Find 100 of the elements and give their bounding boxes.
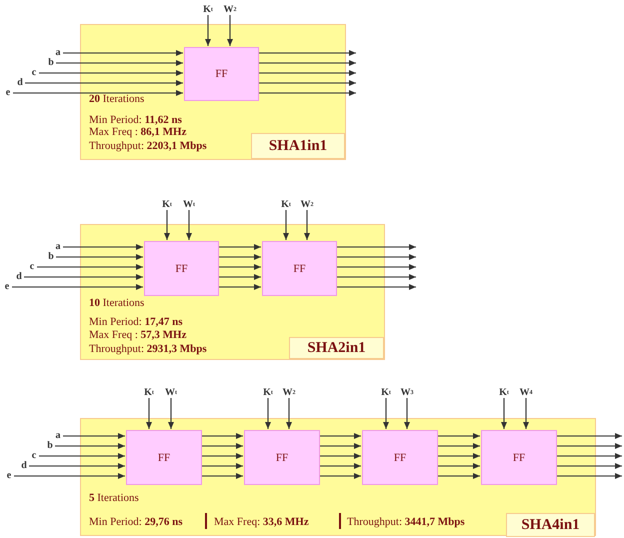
arrow: [319, 473, 361, 479]
signal-label: d: [15, 77, 25, 89]
arrow: [14, 473, 125, 479]
arrow: [201, 463, 243, 469]
arrow: [205, 15, 211, 46]
arrow: [201, 473, 243, 479]
arrow: [218, 244, 261, 250]
arrow: [39, 453, 125, 459]
stat-text: Max Freq : 57,3 MHz: [89, 329, 186, 342]
arrow: [556, 453, 622, 459]
signal-label: e: [4, 470, 14, 482]
arrow: [258, 50, 356, 56]
arrow: [265, 398, 271, 429]
arrow: [37, 264, 143, 270]
arrow: [304, 210, 310, 240]
stat-text: Min Period: 29,76 ns: [89, 516, 183, 529]
arrow: [258, 60, 356, 66]
arrow: [201, 433, 243, 439]
module-name-box: SHA1in1: [251, 133, 345, 159]
flip-flop-block: FF: [184, 47, 259, 101]
stat-text: Max Freq : 86,1 MHz: [89, 126, 186, 139]
arrow: [63, 433, 125, 439]
flip-flop-block: FF: [244, 430, 320, 485]
stat-text: Throughput: 3441,7 Mbps: [347, 516, 465, 529]
arrow: [383, 398, 389, 429]
signal-label: d: [19, 460, 29, 472]
flip-flop-block: FF: [262, 241, 337, 296]
stat-text: Max Freq: 33,6 MHz: [214, 516, 309, 529]
arrow: [523, 398, 529, 429]
arrow: [12, 284, 143, 290]
stat-text: Min Period: 11,62 ns: [89, 114, 182, 127]
module-panel: [80, 418, 596, 536]
arrow: [63, 50, 183, 56]
arrow: [63, 244, 143, 250]
stat-text: Throughput: 2931,3 Mbps: [89, 343, 207, 356]
signal-label: c: [27, 261, 37, 273]
arrow: [56, 254, 143, 260]
stat-text: Min Period: 17,47 ns: [89, 316, 183, 329]
signal-label: a: [53, 430, 63, 442]
arrow: [13, 90, 183, 96]
arrow: [556, 473, 622, 479]
arrow: [556, 433, 622, 439]
arrow: [404, 398, 410, 429]
arrow: [437, 453, 480, 459]
arrow: [164, 210, 170, 240]
arrow: [258, 90, 356, 96]
module-name-box: SHA2in1: [289, 337, 384, 359]
arrow: [336, 244, 416, 250]
arrow: [186, 210, 192, 240]
flip-flop-block: FF: [362, 430, 438, 485]
arrow: [258, 70, 356, 76]
arrow: [56, 60, 183, 66]
stat-text: Throughput: 2203,1 Mbps: [89, 140, 207, 153]
signal-label: d: [14, 271, 24, 283]
module-panel: [80, 24, 346, 160]
signal-label: a: [53, 241, 63, 253]
arrow: [201, 453, 243, 459]
arrow: [218, 254, 261, 260]
arrow: [218, 274, 261, 280]
arrow: [25, 80, 183, 86]
signal-label: c: [29, 67, 39, 79]
arrow: [168, 398, 174, 429]
arrow: [556, 443, 622, 449]
arrow: [39, 70, 183, 76]
signal-label: b: [46, 251, 56, 263]
arrow: [556, 463, 622, 469]
arrow: [336, 254, 416, 260]
arrow: [218, 284, 261, 290]
flip-flop-block: FF: [144, 241, 219, 296]
arrow: [336, 264, 416, 270]
signal-label: a: [53, 47, 63, 59]
arrow: [319, 433, 361, 439]
arrow: [227, 15, 233, 46]
signal-label: e: [3, 87, 13, 99]
arrow: [336, 284, 416, 290]
arrow: [437, 463, 480, 469]
arrow: [319, 453, 361, 459]
arrow: [336, 274, 416, 280]
arrow: [319, 443, 361, 449]
arrow: [146, 398, 152, 429]
signal-label: e: [2, 281, 12, 293]
iteration-count: 5 Iterations: [89, 492, 139, 505]
arrow: [286, 398, 292, 429]
flip-flop-block: FF: [481, 430, 557, 485]
arrow: [218, 264, 261, 270]
iteration-count: 10 Iterations: [89, 297, 144, 310]
iteration-count: 20 Iterations: [89, 93, 144, 106]
arrow: [55, 443, 125, 449]
module-name-box: SHA4in1: [506, 513, 595, 537]
flip-flop-block: FF: [126, 430, 202, 485]
arrow: [258, 80, 356, 86]
arrow: [437, 433, 480, 439]
signal-label: b: [45, 440, 55, 452]
arrow: [24, 274, 143, 280]
arrow: [201, 443, 243, 449]
signal-label: c: [29, 450, 39, 462]
arrow: [437, 473, 480, 479]
module-panel: [80, 224, 385, 360]
arrow: [319, 463, 361, 469]
signal-label: b: [46, 57, 56, 69]
